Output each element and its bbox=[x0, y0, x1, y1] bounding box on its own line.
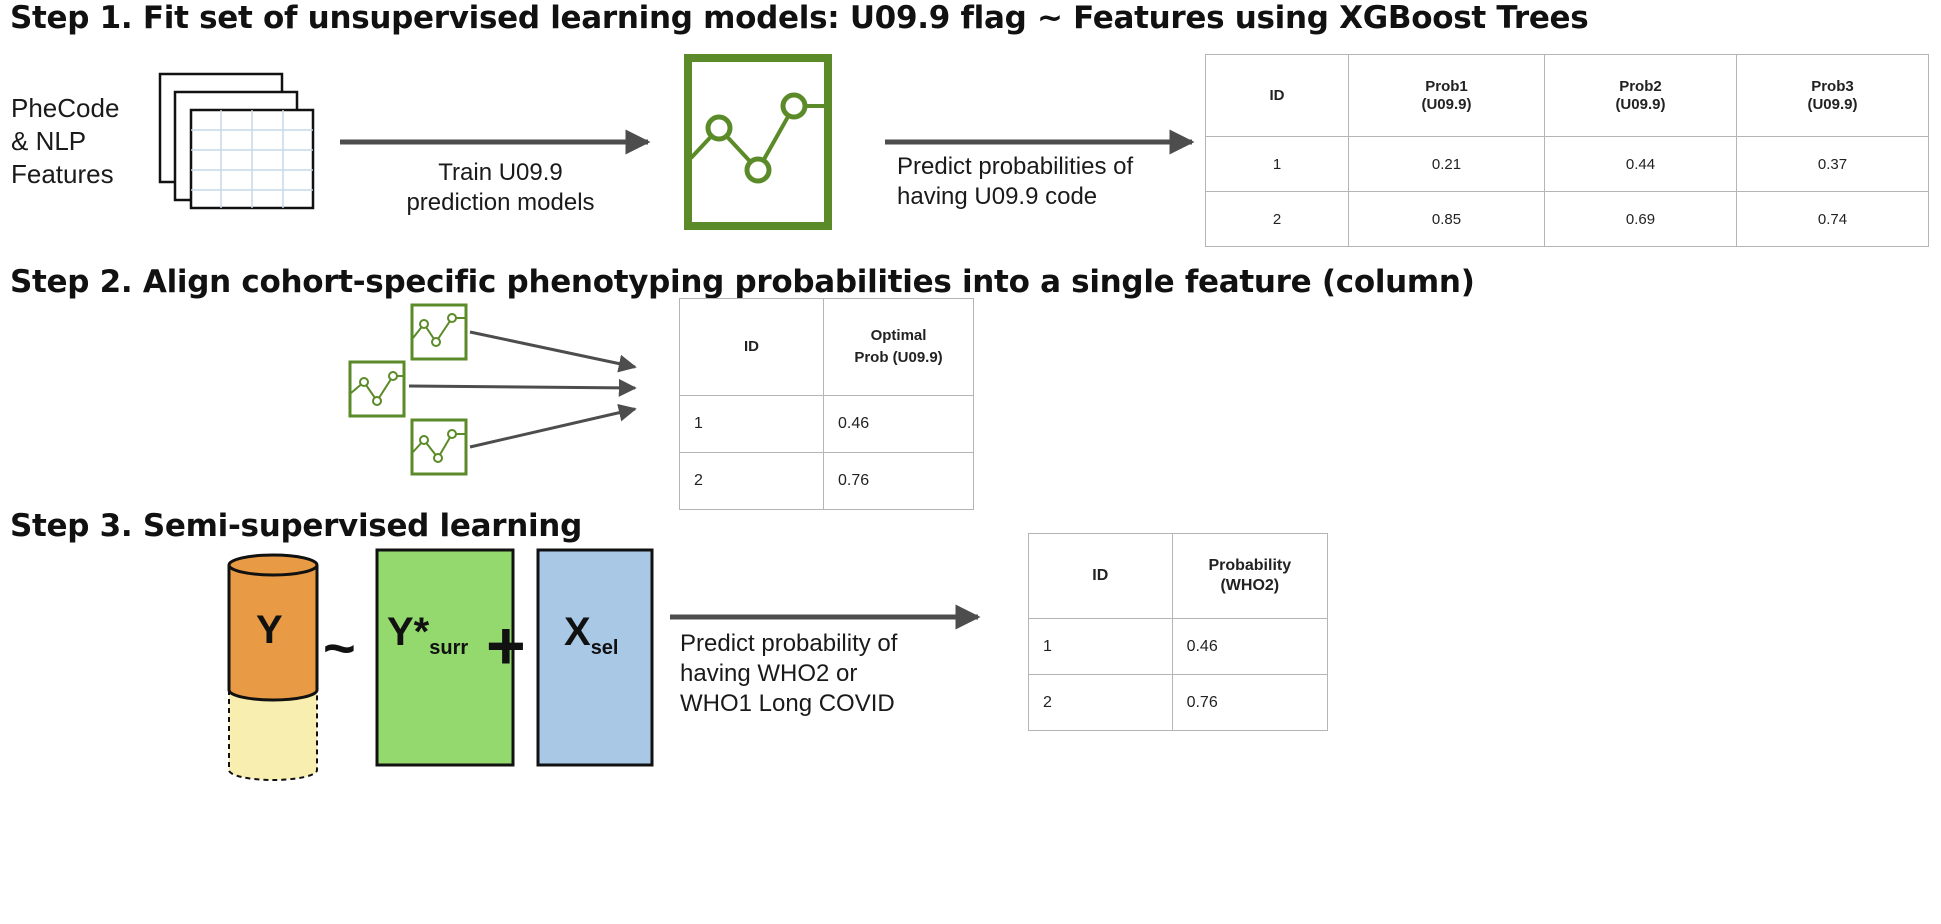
train-label-line: Train U09.9 bbox=[438, 159, 563, 186]
formula-plus: + bbox=[486, 608, 526, 684]
y-surr-rect bbox=[375, 548, 515, 767]
features-label: PheCode & NLP Features bbox=[11, 92, 119, 191]
table-cell: 0.46 bbox=[1171, 618, 1329, 675]
formula-x-sel-sub: sel bbox=[590, 637, 619, 659]
table-cell: 0.46 bbox=[823, 395, 974, 453]
model-icon-small-1 bbox=[410, 303, 468, 361]
table-header: Prob2(U09.9) bbox=[1543, 54, 1737, 137]
table-header: Probability(WHO2) bbox=[1171, 533, 1329, 619]
formula-y: Y bbox=[256, 608, 283, 652]
features-label-line: & NLP bbox=[11, 126, 87, 156]
predict-label: Predict probabilities of having U09.9 co… bbox=[897, 152, 1133, 212]
formula-tilde: ~ bbox=[323, 616, 356, 679]
y-cylinder bbox=[227, 553, 319, 781]
step2-title: Step 2. Align cohort-specific phenotypin… bbox=[10, 264, 1475, 300]
table-cell: 0.76 bbox=[823, 452, 974, 510]
table-header: Prob3(U09.9) bbox=[1735, 54, 1930, 137]
table-cell: 0.85 bbox=[1348, 191, 1545, 247]
model-icon-large bbox=[684, 54, 832, 230]
formula-x-sel: Xsel bbox=[564, 610, 619, 660]
predict-label-line: Predict probabilities of bbox=[897, 153, 1134, 180]
step1-title: Step 1. Fit set of unsupervised learning… bbox=[10, 0, 1589, 36]
table-row: 2 0.76 bbox=[678, 452, 974, 510]
table-cell: 0.76 bbox=[1171, 674, 1329, 731]
probabilities-table: ID Prob1(U09.9) Prob2(U09.9) Prob3(U09.9… bbox=[1204, 54, 1930, 247]
table-cell: 0.69 bbox=[1543, 191, 1737, 247]
table-header: ID bbox=[1204, 54, 1350, 137]
table-row: 1 0.46 bbox=[1028, 618, 1329, 675]
table-cell: 0.21 bbox=[1348, 136, 1545, 192]
table-cell: 2 bbox=[1028, 674, 1173, 731]
align-arrow-3 bbox=[469, 403, 637, 449]
table-header: Prob1(U09.9) bbox=[1348, 54, 1545, 137]
table-cell: 2 bbox=[678, 452, 825, 510]
features-label-line: PheCode bbox=[11, 93, 120, 123]
formula-y-surr-sub: surr bbox=[429, 637, 469, 659]
formula-x-sel-main: X bbox=[564, 610, 591, 654]
table-cell: 1 bbox=[678, 395, 825, 453]
train-label: Train U09.9 prediction models bbox=[393, 158, 608, 218]
table-header: ID bbox=[678, 298, 825, 396]
align-arrow-1 bbox=[469, 330, 637, 373]
step3-title: Step 3. Semi-supervised learning bbox=[10, 508, 582, 544]
predict-label-line: having U09.9 code bbox=[897, 183, 1098, 210]
formula-y-surr: Y*surr bbox=[387, 610, 468, 660]
spreadsheet-stack-icon bbox=[158, 72, 315, 210]
formula-y-surr-main: Y* bbox=[387, 610, 430, 654]
table-cell: 1 bbox=[1028, 618, 1173, 675]
table-row: 1 0.46 bbox=[678, 395, 974, 453]
train-label-line: prediction models bbox=[406, 189, 595, 216]
table-cell: 0.44 bbox=[1543, 136, 1737, 192]
table-row: 2 0.85 0.69 0.74 bbox=[1204, 191, 1930, 247]
align-arrow-2 bbox=[408, 378, 637, 397]
step3-predict-label-line: WHO1 Long COVID bbox=[680, 690, 895, 717]
table-cell: 0.74 bbox=[1735, 191, 1930, 247]
table-header: ID bbox=[1028, 533, 1173, 619]
x-sel-rect bbox=[536, 548, 654, 767]
step3-predict-label: Predict probability of having WHO2 or WH… bbox=[680, 629, 897, 719]
table-row: 1 0.21 0.44 0.37 bbox=[1204, 136, 1930, 192]
step3-predict-label-line: Predict probability of bbox=[680, 630, 898, 657]
table-cell: 2 bbox=[1204, 191, 1350, 247]
table-cell: 1 bbox=[1204, 136, 1350, 192]
table-row: 2 0.76 bbox=[1028, 674, 1329, 731]
who2-probability-table: ID Probability(WHO2) 1 0.46 2 0.76 bbox=[1028, 533, 1329, 731]
features-label-line: Features bbox=[11, 159, 114, 189]
model-icon-small-2 bbox=[348, 360, 406, 418]
step3-predict-label-line: having WHO2 or bbox=[680, 660, 858, 687]
model-icon-small-3 bbox=[410, 418, 468, 476]
table-cell: 0.37 bbox=[1735, 136, 1930, 192]
